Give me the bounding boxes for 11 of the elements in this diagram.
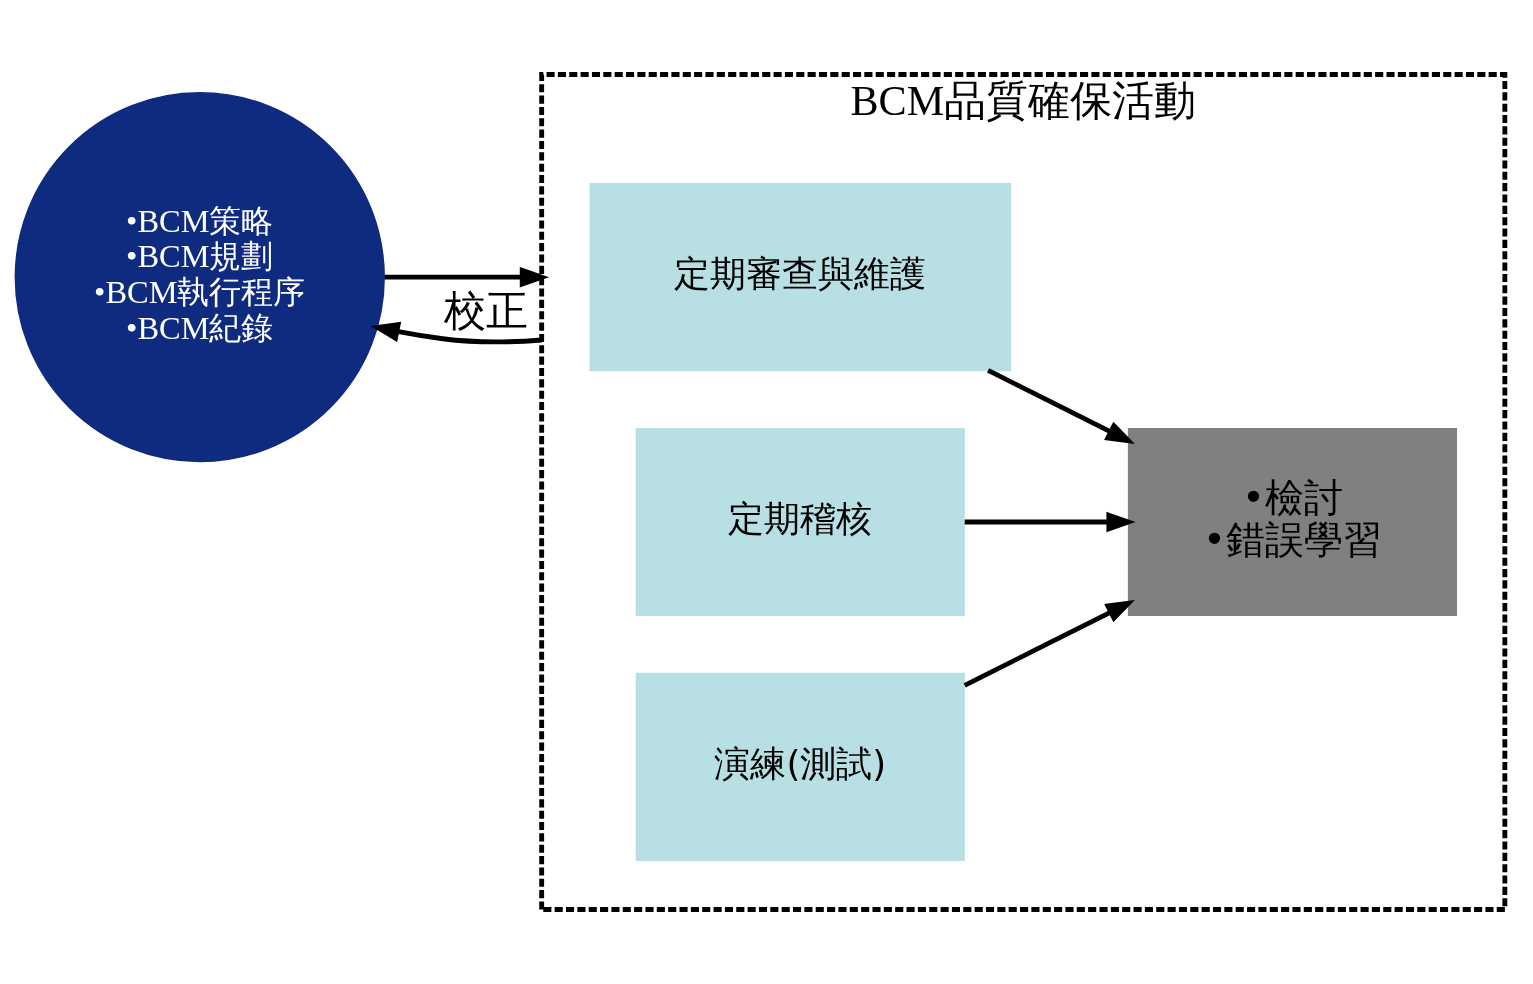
arrow [987, 368, 1135, 444]
node-box: •檢討 •錯誤學習 [1127, 427, 1457, 617]
arrow [964, 511, 1136, 533]
node-circle: •BCM策略 •BCM規劃 •BCM執行程序 •BCM紀錄 [14, 92, 385, 463]
arrow [370, 321, 542, 345]
edge-label: 校正 [443, 286, 528, 336]
node-box: 演練(測試) [635, 672, 965, 861]
arrow [384, 266, 550, 288]
node-box: 定期稽核 [635, 427, 965, 617]
arrow [963, 600, 1135, 688]
node-box: 定期審查與維護 [589, 183, 1012, 372]
